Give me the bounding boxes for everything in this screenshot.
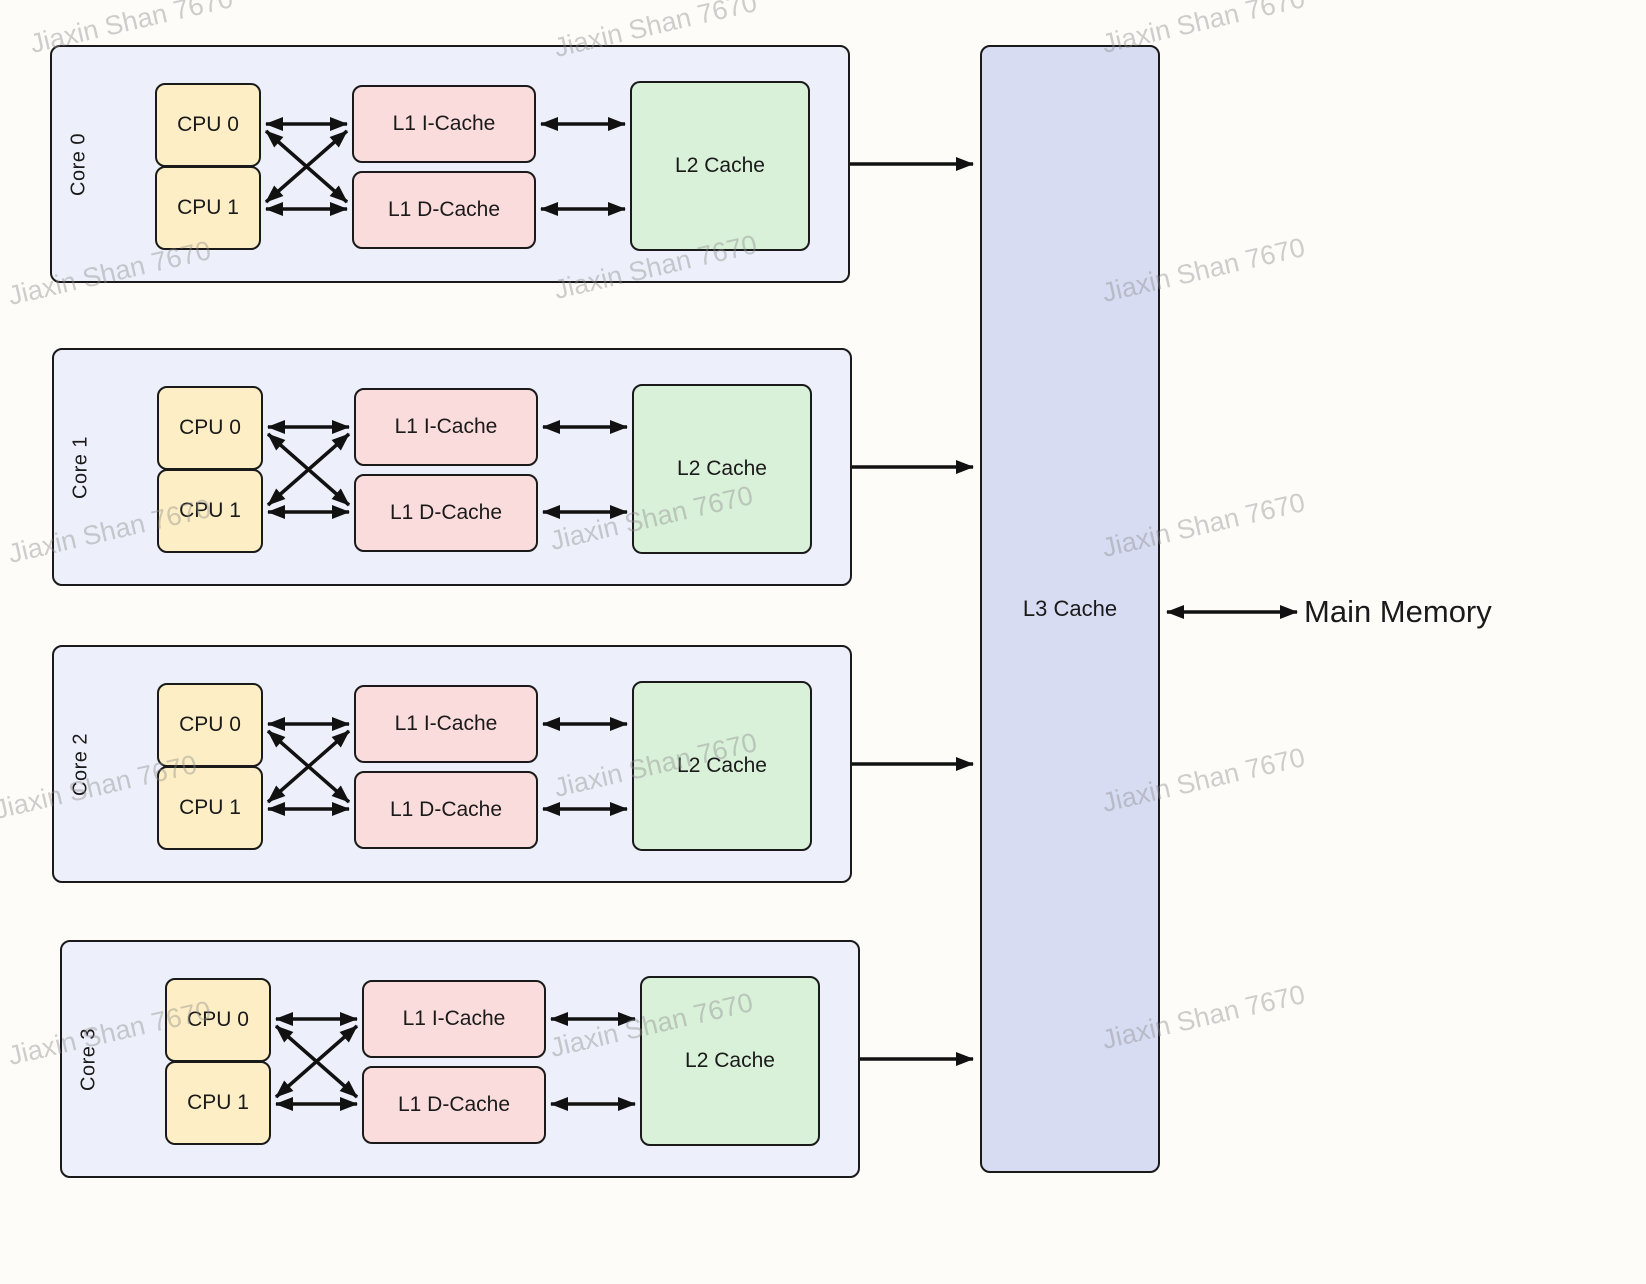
- core0-cpu0-box: CPU 0: [155, 83, 261, 167]
- core0-l1-dcache-box: L1 D-Cache: [352, 171, 536, 249]
- core1-cpu1-box: CPU 1: [157, 469, 263, 553]
- core0-l2-cache-box: L2 Cache: [630, 81, 810, 251]
- core3-cpu0-box: CPU 0: [165, 978, 271, 1062]
- core-1-label: Core 1: [69, 435, 92, 499]
- core2-l2-cache-box: L2 Cache: [632, 681, 812, 851]
- core-block-0: Core 0 CPU 0 CPU 1 L1 I-Cache L1 D-Cache…: [50, 45, 850, 283]
- core-block-1: Core 1 CPU 0 CPU 1 L1 I-Cache L1 D-Cache…: [52, 348, 852, 586]
- arrow-cpu1-l1i: [264, 129, 349, 204]
- arrow-cpu0-l1d: [266, 729, 351, 804]
- core1-l1-dcache-box: L1 D-Cache: [354, 474, 538, 552]
- arrow-cpu1-l1i: [266, 729, 351, 804]
- core3-l2-cache-box: L2 Cache: [640, 976, 820, 1146]
- core3-cpu1-box: CPU 1: [165, 1061, 271, 1145]
- l3-cache-box: L3 Cache: [980, 45, 1160, 1173]
- core2-l1-icache-box: L1 I-Cache: [354, 685, 538, 763]
- arrow-cpu0-l1d: [264, 129, 349, 204]
- core0-cpu1-box: CPU 1: [155, 166, 261, 250]
- core2-cpu0-box: CPU 0: [157, 683, 263, 767]
- core-block-3: Core 3 CPU 0 CPU 1 L1 I-Cache L1 D-Cache…: [60, 940, 860, 1178]
- core3-l1-dcache-box: L1 D-Cache: [362, 1066, 546, 1144]
- core0-l1-icache-box: L1 I-Cache: [352, 85, 536, 163]
- arrow-cpu1-l1i: [266, 432, 351, 507]
- core2-l1-dcache-box: L1 D-Cache: [354, 771, 538, 849]
- core-block-2: Core 2 CPU 0 CPU 1 L1 I-Cache L1 D-Cache…: [52, 645, 852, 883]
- core1-l1-icache-box: L1 I-Cache: [354, 388, 538, 466]
- arrow-cpu1-l1i: [274, 1024, 359, 1099]
- core-3-label: Core 3: [77, 1027, 100, 1091]
- core3-l1-icache-box: L1 I-Cache: [362, 980, 546, 1058]
- arrow-cpu0-l1d: [274, 1024, 359, 1099]
- core-0-label: Core 0: [67, 132, 90, 196]
- core1-cpu0-box: CPU 0: [157, 386, 263, 470]
- core1-l2-cache-box: L2 Cache: [632, 384, 812, 554]
- l3-cache-label: L3 Cache: [1022, 596, 1118, 621]
- main-memory-label: Main Memory: [1304, 594, 1492, 629]
- core2-cpu1-box: CPU 1: [157, 766, 263, 850]
- core-2-label: Core 2: [69, 732, 92, 796]
- arrow-cpu0-l1d: [266, 432, 351, 507]
